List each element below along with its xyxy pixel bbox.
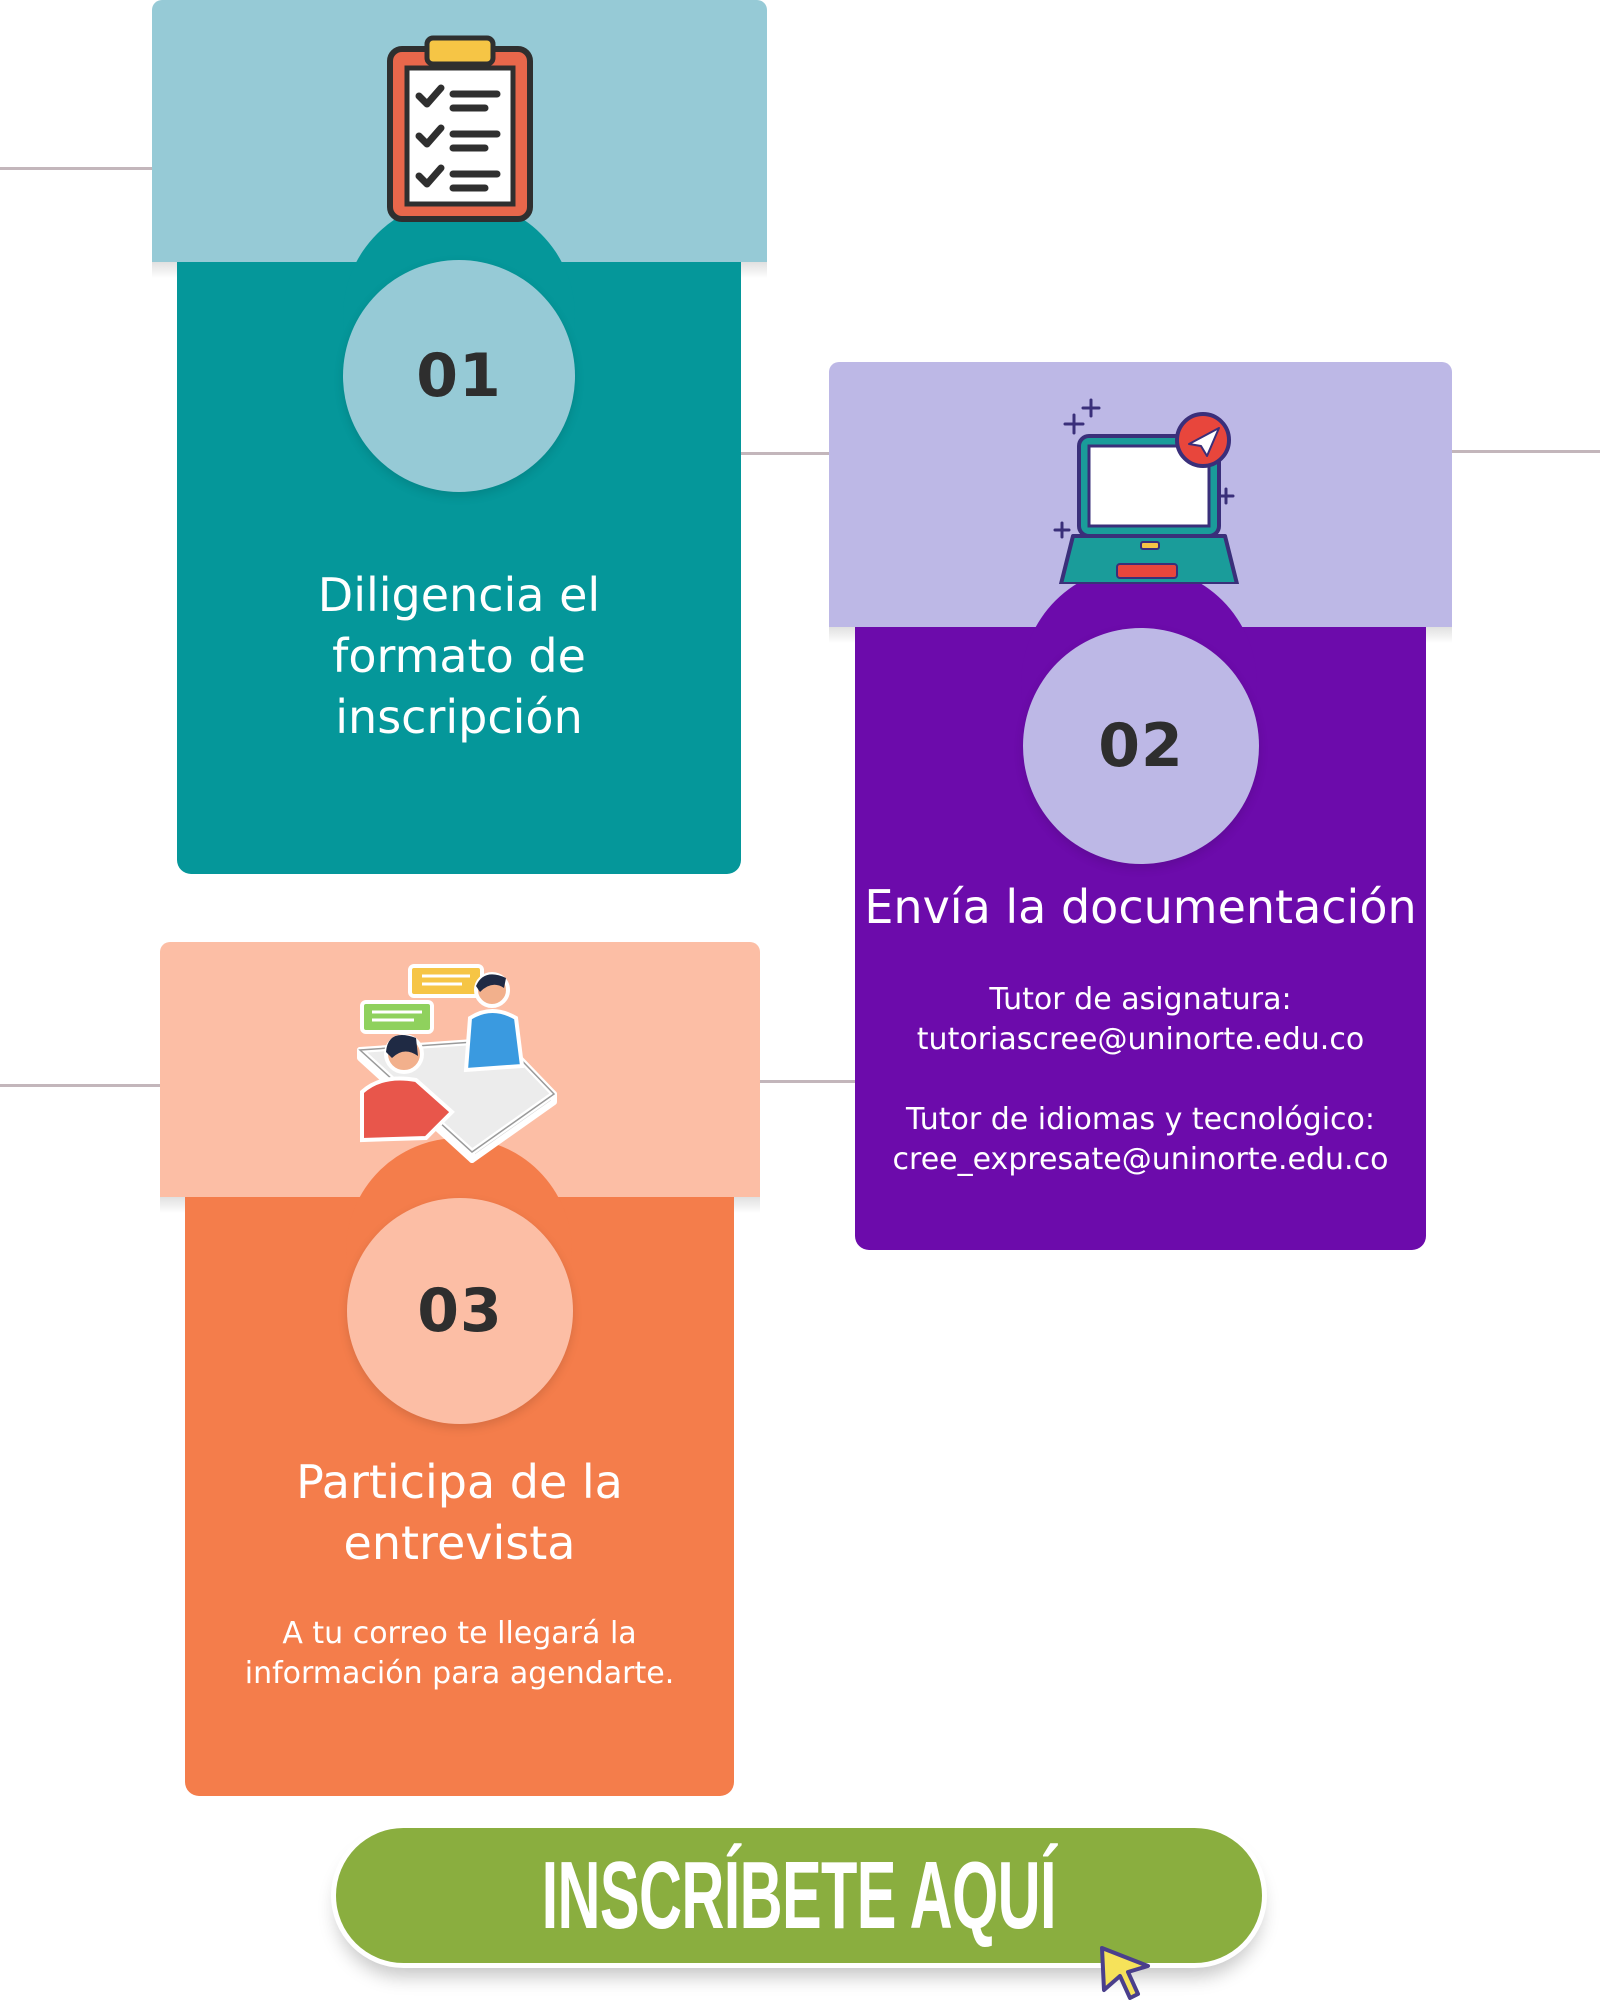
connector-line: [1452, 450, 1600, 453]
step-card-1: 01 Diligencia el formato de inscripción: [152, 0, 767, 875]
step-title: Diligencia el formato de inscripción: [317, 568, 601, 744]
step-description: Tutor de asignatura: tutoriascree@uninor…: [892, 982, 1389, 1177]
connector-line: [0, 1084, 160, 1087]
step-title: Envía la documentación: [864, 880, 1417, 934]
step-number-badge: 01: [343, 260, 575, 492]
step-description: A tu correo te llegará la información pa…: [244, 1616, 675, 1691]
step-number-badge: 02: [1023, 628, 1259, 864]
connector-line: [0, 167, 152, 170]
clipboard-checklist-icon: [387, 35, 533, 222]
connector-line: [758, 1080, 855, 1083]
step-card-2: 02 Envía la documentación Tutor de asign…: [829, 362, 1452, 1250]
step-card-3: 03 Participa de la entrevista A tu corre…: [160, 942, 760, 1796]
cursor-pointer-icon: [1100, 1946, 1150, 2000]
step-title: Participa de la entrevista: [296, 1455, 623, 1570]
connector-line: [741, 452, 829, 455]
interview-meeting-icon: [357, 964, 557, 1163]
step-number-badge: 03: [347, 1198, 573, 1424]
laptop-send-icon: [1053, 398, 1239, 584]
signup-button-label: INSCRÍBETE AQUÍ: [541, 1841, 1057, 1949]
signup-button[interactable]: INSCRÍBETE AQUÍ: [336, 1828, 1262, 1963]
